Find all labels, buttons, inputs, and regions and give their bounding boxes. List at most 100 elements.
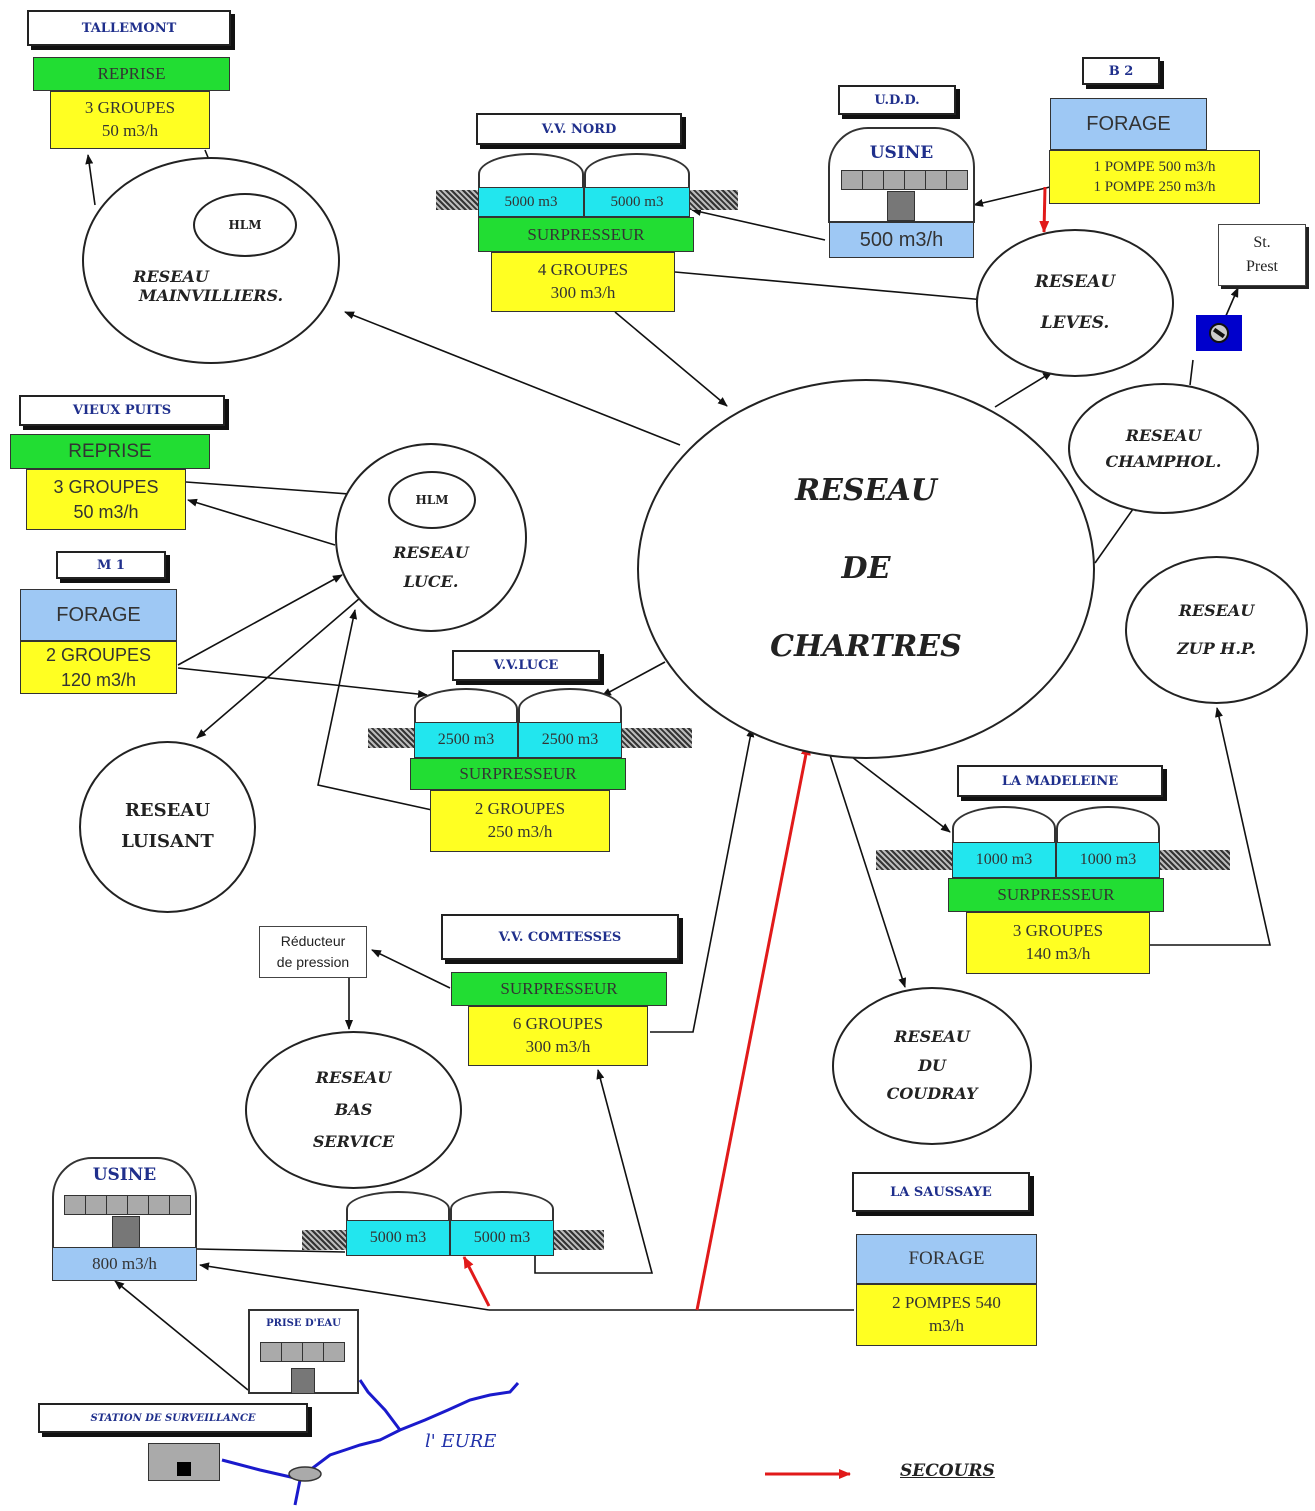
hlm-mainvilliers: HLM [193,193,297,257]
line-vvluce-to-luce [317,609,433,811]
line-m1-to-luce [177,574,343,666]
pond [288,1466,322,1482]
tallemont-reprise: REPRISE [33,57,230,91]
tallemont-title: TALLEMONT [27,10,231,46]
line-main-to-usine [199,1262,490,1311]
comtesses-surpresseur: SURPRESSEUR [451,972,667,1006]
line-chartres-to-leves [994,371,1053,408]
line-chartres-to-madeleine [851,756,951,833]
udd-rate: 500 m3/h [829,222,974,258]
line-chartres-to-coudray [829,754,907,988]
station-building [148,1443,220,1481]
madeleine-line2: 140 m3/h [1025,944,1091,963]
usine2-label: USINE [92,1165,157,1185]
vvnord-surpresseur: SURPRESSEUR [478,217,694,252]
b2-forage: FORAGE [1050,98,1207,150]
reducteur-box: Réducteur de pression [259,926,367,978]
saussaye-line1: 2 POMPES 540 [892,1293,1001,1313]
coudray-line3: COUDRAY [886,1084,978,1104]
mainvilliers-line1: RESEAU [133,266,209,286]
vvnord-title: V.V. NORD [476,113,682,145]
basservice-line2: BAS [334,1100,373,1119]
coudray-line1: RESEAU [894,1026,970,1046]
line-comtesses-to-reducteur [371,949,451,989]
prise-pillar [291,1368,315,1394]
comtesses-line1: 6 GROUPES [512,1014,604,1034]
comtesses-groupes: 6 GROUPES 300 m3/h [468,1006,648,1066]
bottomtanks-ground-left [302,1230,347,1250]
river-label: l' EURE [425,1431,497,1452]
line-champhol-to-stprest [1189,359,1194,386]
stprest-line2: Prest [1246,258,1278,275]
vvnord-tank1: 5000 m3 [478,187,584,217]
usine2-pillar [112,1216,140,1248]
udd-pillar [887,191,915,221]
madeleine-ground-left [876,850,954,870]
chartres-line2: DE [841,551,891,586]
vvnord-line2: 300 m3/h [550,283,616,302]
udd-usine-label: USINE [869,143,934,163]
vvluce-dome-left [414,688,518,723]
vvnord-ground-right [690,190,738,210]
river-to-station [221,1458,296,1480]
vieuxpuits-line2: 50 m3/h [73,501,139,522]
vvluce-ground-right [622,728,692,748]
reseau-chartres: RESEAU DE CHARTRES [637,379,1095,759]
chartres-line3: CHARTRES [770,629,962,664]
saussaye-title: LA SAUSSAYE [852,1172,1030,1212]
line-vvnord-to-chartres [614,311,728,407]
luisant-line2: LUISANT [121,831,214,852]
hlm-luce-label: HLM [415,493,449,507]
chartres-line1: RESEAU [795,473,937,508]
stprest-box: St. Prest [1218,224,1306,286]
vvluce-tank1: 2500 m3 [414,722,518,758]
valve-icon [1196,315,1242,351]
line-m1-to-vvluce [177,667,428,699]
basservice-line3: SERVICE [312,1132,395,1151]
madeleine-ground-right [1160,850,1230,870]
tallemont-line2: 50 m3/h [101,121,159,140]
zup-line1: RESEAU [1178,600,1255,620]
udd-grid [841,170,968,190]
reducteur-line1: Réducteur [280,933,346,949]
vvluce-groupes: 2 GROUPES 250 m3/h [430,790,610,852]
m1-line2: 120 m3/h [60,669,137,690]
m1-line1: 2 GROUPES [45,645,152,666]
b2-line2: 1 POMPE 250 m3/h [1093,179,1216,195]
luce-line1: RESEAU [393,542,469,562]
reseau-leves: RESEAU LEVES. [976,229,1174,377]
reseau-luisant: RESEAU LUISANT [79,741,256,913]
vvluce-ground-left [368,728,416,748]
saussaye-pompes: 2 POMPES 540 m3/h [856,1284,1037,1346]
reducteur-line2: de pression [276,954,350,970]
saussaye-forage: FORAGE [856,1234,1037,1284]
reseau-champhol: RESEAU CHAMPHOL. [1068,383,1259,514]
vvnord-line1: 4 GROUPES [537,260,629,280]
basservice-line1: RESEAU [315,1068,392,1087]
comtesses-title: V.V. COMTESSES [441,914,679,960]
line-tanks-to-comtesses [534,1069,654,1274]
madeleine-dome-left [952,806,1056,843]
line-luce-to-luisant [196,597,361,739]
b2-title: B 2 [1082,57,1160,85]
usine2-rate: 800 m3/h [52,1247,197,1281]
line-luce-to-vieuxpuits [187,498,336,546]
reseau-basservice: RESEAU BAS SERVICE [245,1031,462,1189]
line-chartres-to-champhol [1094,501,1139,564]
champhol-line2: CHAMPHOL. [1105,451,1222,471]
line-valve-to-stprest [1224,287,1239,319]
tallemont-line1: 3 GROUPES [84,98,176,118]
madeleine-tank2: 1000 m3 [1056,842,1160,878]
vieuxpuits-reprise: REPRISE [10,434,210,469]
vvluce-title: V.V.LUCE [452,650,600,681]
leves-line1: RESEAU [1034,272,1116,293]
line-madeleine-to-zup [1150,707,1271,946]
river-branch [358,1379,402,1431]
madeleine-dome-right [1056,806,1160,843]
b2-line1: 1 POMPE 500 m3/h [1093,158,1216,175]
m1-forage: FORAGE [20,589,177,641]
reseau-mainvilliers: RESEAU MAINVILLIERS. [82,157,340,364]
secours-line-b2 [1039,186,1050,233]
usine2-grid [64,1195,191,1215]
